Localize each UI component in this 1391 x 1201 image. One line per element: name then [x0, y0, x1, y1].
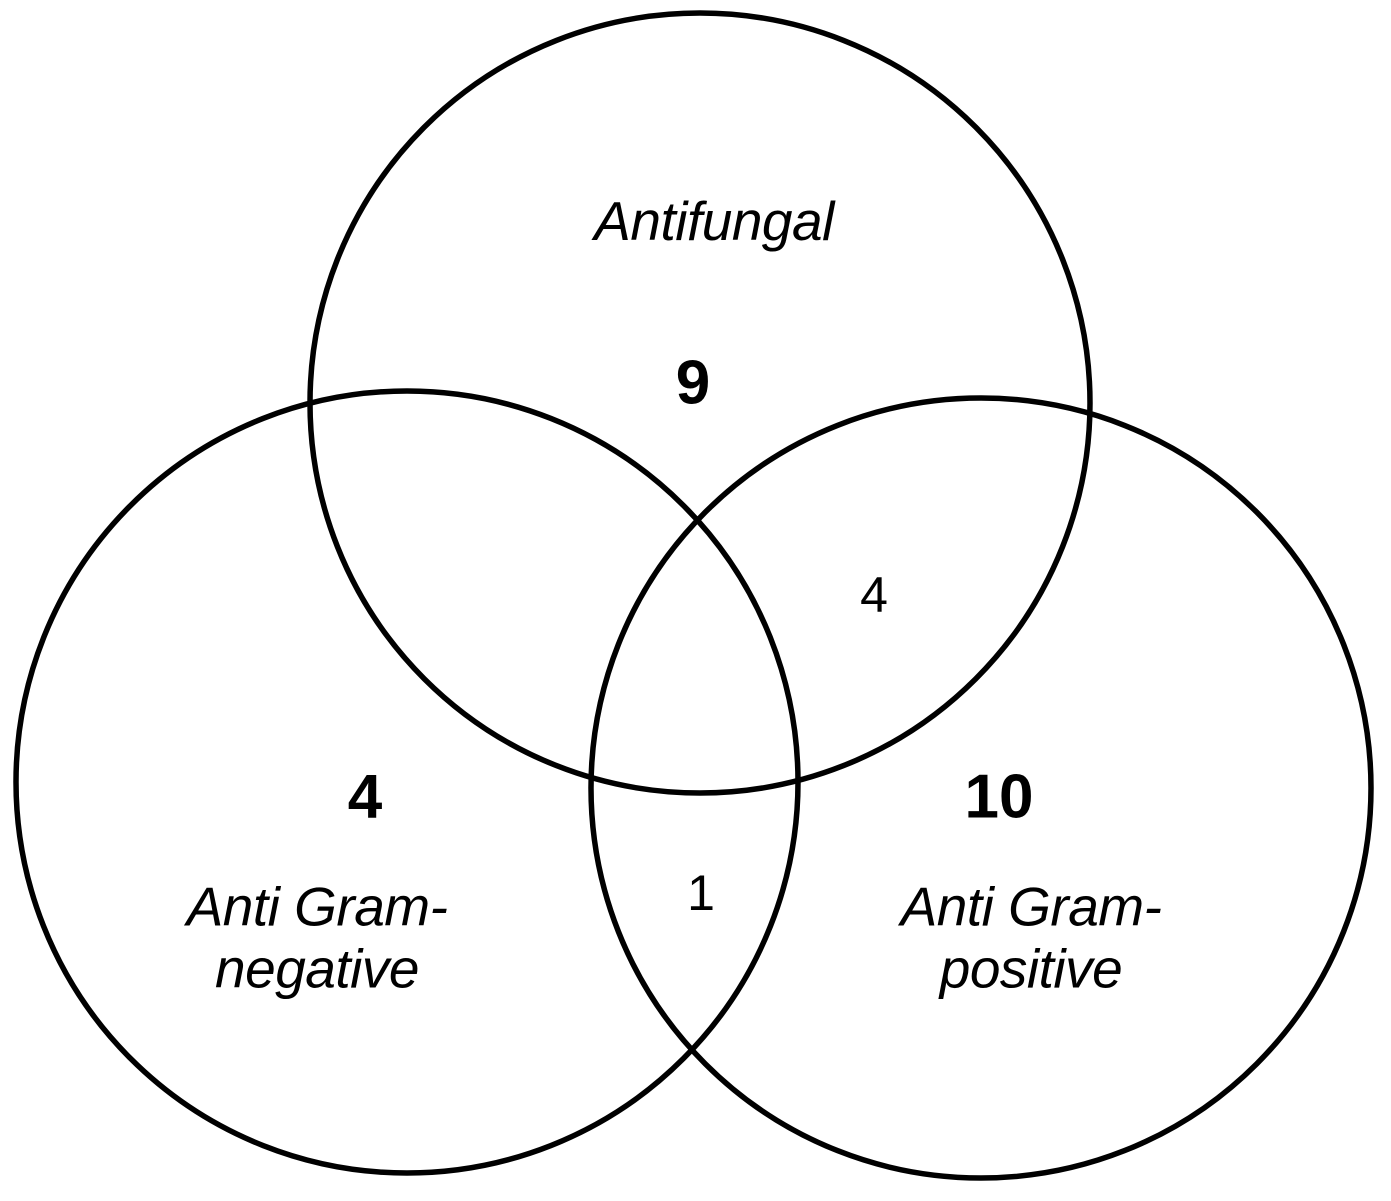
set-label-anti-gram-negative: Anti Gram- negative: [186, 875, 448, 999]
count-gram-positive-only: 10: [964, 762, 1034, 832]
count-gram-negative-only: 4: [347, 762, 383, 832]
set-label-antifungal: Antifungal: [594, 190, 834, 253]
count-antifungal-only: 9: [675, 348, 711, 418]
circle-anti-gram-negative: [13, 388, 801, 1176]
count-gram-negative-gram-positive: 1: [687, 865, 715, 921]
circle-anti-gram-positive: [588, 395, 1374, 1181]
count-antifungal-gram-positive: 4: [860, 567, 888, 623]
set-label-anti-gram-positive: Anti Gram- positive: [900, 875, 1162, 999]
